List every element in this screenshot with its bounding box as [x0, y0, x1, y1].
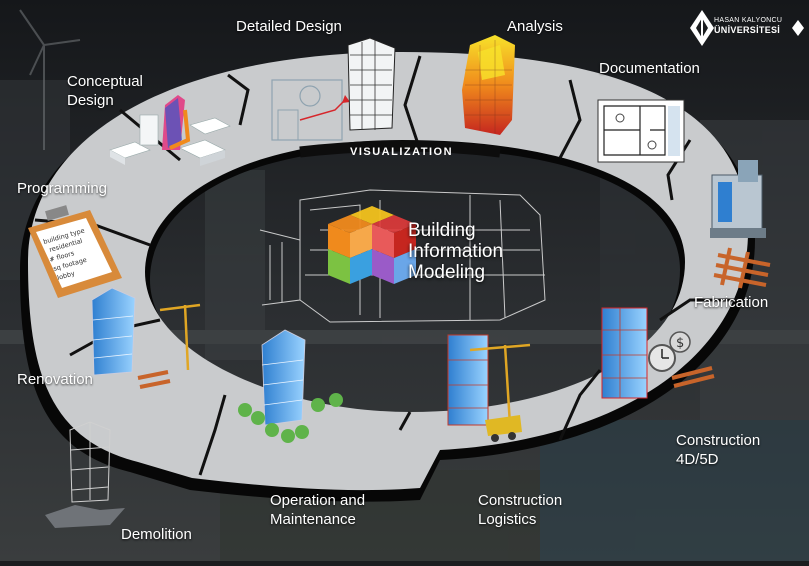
logo-line: ÜNİVERSİTESİ [714, 25, 781, 35]
logo-line: HASAN KALYONCU [714, 17, 783, 24]
stage-label-construction-logistics: Construction Logistics [478, 491, 562, 529]
operation-building-icon [238, 329, 343, 443]
center-title-line: Information [408, 241, 504, 262]
stage-label-line: 4D/5D [676, 451, 719, 468]
conceptual-massing-icon [109, 95, 231, 166]
stage-label-line: Design [67, 92, 114, 109]
detailed-design-icon [271, 37, 396, 141]
stage-label-line: Construction [676, 432, 761, 449]
analysis-heatmap-building-icon [462, 35, 515, 135]
center-title-line: Building [408, 220, 476, 241]
demolition-wireframe-icon [45, 421, 125, 528]
stage-label-line: Logistics [478, 511, 537, 528]
stage-label-line: Construction [478, 492, 563, 509]
center-title-line: Modeling [408, 262, 486, 283]
documentation-floorplan-icon [597, 99, 685, 163]
stage-label-line: Operation and [270, 492, 366, 509]
svg-text:$: $ [676, 336, 684, 351]
stage-label-conceptual-design: Conceptual Design [67, 72, 143, 110]
renovation-building-icon [91, 287, 201, 389]
university-logo: HASAN KALYONCU ÜNİVERSİTESİ [688, 6, 806, 50]
stage-label-line: Conceptual [67, 73, 143, 90]
stage-label-renovation: Renovation [17, 371, 93, 388]
construction-logistics-crane-icon [447, 334, 531, 442]
stage-label-detailed-design: Detailed Design [236, 18, 342, 35]
stage-label-demolition: Demolition [121, 526, 192, 543]
university-logo-text: HASAN KALYONCU ÜNİVERSİTESİ [714, 16, 782, 36]
stage-label-programming: Programming [17, 180, 108, 197]
center-title: Building Information Modeling [408, 220, 503, 283]
construction-4d5d-icon: $ [601, 307, 715, 399]
stage-label-line: Maintenance [270, 511, 356, 528]
stage-label-documentation: Documentation [599, 60, 700, 77]
programming-clipboard-icon [28, 205, 122, 298]
stage-label-operation-maintenance: Operation and Maintenance [270, 491, 365, 529]
stage-label-construction-4d5d: Construction 4D/5D [676, 431, 760, 469]
stage-label-fabrication: Fabrication [694, 294, 769, 311]
ring-label-visualization: VISUALIZATION [350, 146, 453, 158]
bim-cube-logo-icon [328, 206, 416, 284]
wind-turbine-icon [19, 9, 81, 150]
university-logo-mark-icon [690, 10, 804, 46]
stage-label-analysis: Analysis [507, 18, 563, 35]
fabrication-machine-icon [710, 160, 771, 289]
